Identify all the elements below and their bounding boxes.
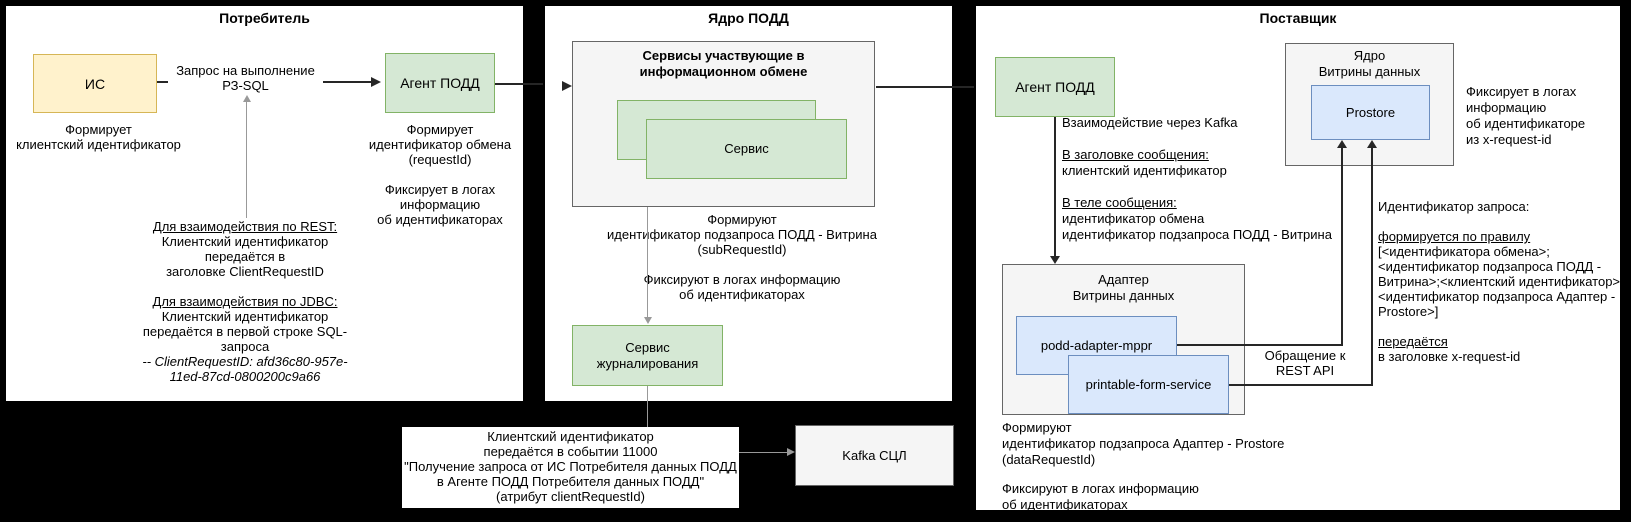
provider-logs-note: Фиксируют в логах информацию об идентифи… [1002,481,1199,512]
prostore-node: Prostore [1311,85,1430,140]
services-container-title: Сервисы участвующие в информационном обм… [639,48,808,79]
is-node: ИС [33,54,157,113]
provider-forms-note: Формируют идентификатор подзапроса Адапт… [1002,420,1285,467]
core-to-provider-line [876,86,982,88]
rest-api-edge-label: Обращение к REST API [1264,348,1346,378]
provider-panel-title: Поставщик [1259,10,1337,26]
core-forms-note: Формируют идентификатор подзапроса ПОДД … [607,212,877,257]
pfs-to-prostore-arrowhead-icon [1367,140,1377,148]
event-to-kafka-line [739,452,787,453]
adapter-container-title: Адаптер Витрины данных [1072,272,1175,303]
service-node: Сервис [646,119,847,179]
printable-form-service-node: printable-form-service [1068,355,1229,414]
kafka-interaction-note: Взаимодействие через Kafka В заголовке с… [1062,115,1332,242]
agent-to-core-line [495,83,562,85]
core-panel-title: Ядро ПОДД [708,10,789,26]
consumer-agent-logs-note: Фиксирует в логах информацию об идентифи… [377,182,503,227]
request-edge-label: Запрос на выполнение РЗ-SQL [168,63,323,93]
vitrina-core-title: Ядро Витрины данных [1318,48,1421,79]
mppr-to-prostore-hline [1177,344,1343,346]
is-note: Формирует клиентский идентификатор [16,122,181,152]
event-to-kafka-arrowhead-icon [787,448,795,456]
consumer-agent-forms-note: Формирует идентификатор обмена (requestI… [368,122,512,167]
services-to-journal-line [647,207,648,317]
consumer-panel-title: Потребитель [219,10,310,26]
kafka-scl-node: Kafka СЦЛ [795,425,954,486]
mppr-to-prostore-vline [1341,148,1343,346]
rest-note-to-edge-line [246,102,247,218]
consumer-agent-podd-node: Агент ПОДД [385,53,495,113]
rest-jdbc-note: Для взаимодействия по REST: Клиентский и… [142,219,348,384]
request-id-note: Идентификатор запроса: формируется по пр… [1378,199,1624,364]
agent-to-adapter-arrowhead-icon [1050,256,1060,264]
provider-agent-podd-node: Агент ПОДД [995,57,1115,117]
core-logs-note: Фиксируют в логах информацию об идентифи… [643,272,841,302]
rest-note-arrowhead-icon [243,95,251,102]
prostore-log-note: Фиксирует в логах информацию об идентифи… [1466,84,1586,147]
pfs-to-prostore-hline [1229,384,1373,386]
journal-to-event-line [647,386,648,427]
core-in-arrowhead-icon [562,81,572,91]
mppr-to-prostore-arrowhead-icon [1337,140,1347,148]
event-note: Клиентский идентификатор передаётся в со… [402,427,739,508]
services-to-journal-arrowhead-icon [644,317,652,324]
agent-to-adapter-line [1054,117,1056,256]
pfs-to-prostore-vline [1371,148,1373,386]
journal-service-node: Сервис журналирования [572,325,723,386]
is-to-agent-arrowhead-icon [371,77,381,87]
